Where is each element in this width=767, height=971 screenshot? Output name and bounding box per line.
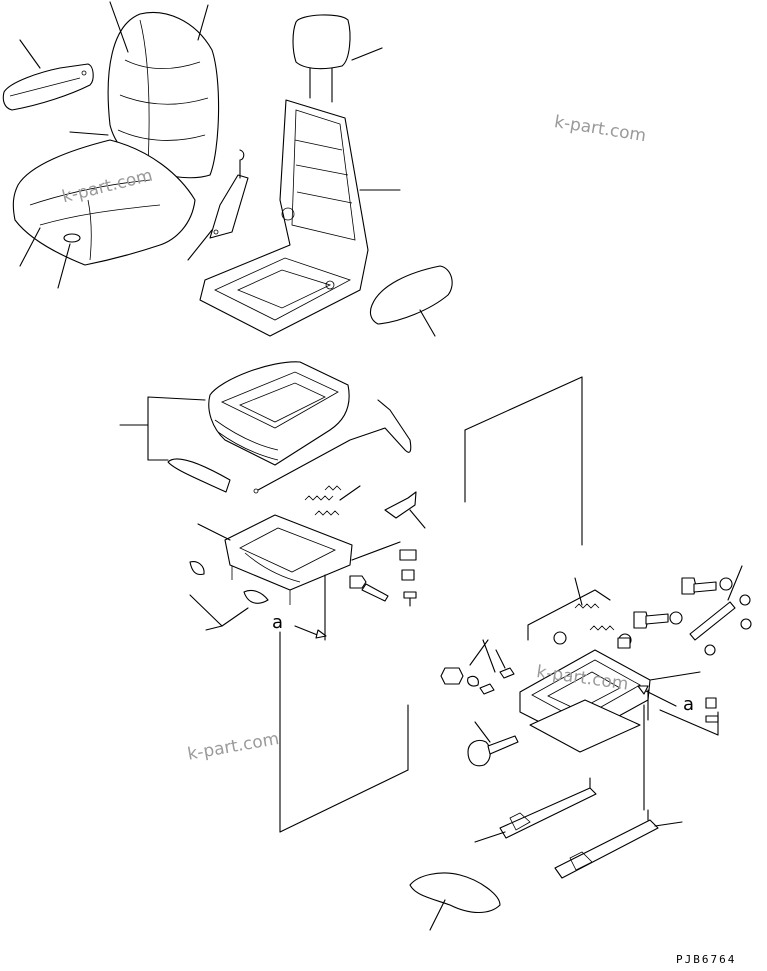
suspension-mechanism — [519, 649, 701, 753]
group-separator — [464, 376, 583, 546]
drawing-reference-code: PJB6764 — [676, 953, 737, 966]
seat-assembly-leaders — [19, 1, 209, 289]
springs — [304, 485, 361, 516]
hardware-bolts — [349, 549, 417, 607]
headrest — [292, 14, 383, 103]
seat-frame — [199, 99, 401, 337]
callout-mark-left: a — [272, 612, 284, 633]
armrest-right — [369, 265, 453, 337]
callout-a-left — [279, 574, 409, 833]
spring-set — [527, 577, 632, 647]
clip — [384, 491, 426, 529]
floor-plate — [409, 872, 501, 931]
slide-rail-left — [474, 777, 597, 843]
suspension-base — [197, 514, 401, 605]
release-cable — [253, 399, 412, 494]
callout-a-right-arrow — [637, 685, 677, 707]
armrest-left — [2, 39, 94, 111]
seat-assembly — [12, 12, 220, 266]
handle — [189, 561, 269, 631]
hinge-bracket — [187, 149, 249, 261]
slide-rail-right — [554, 704, 683, 879]
knob — [467, 721, 519, 767]
seat-cushion-unit — [119, 361, 350, 493]
callout-mark-right: a — [683, 694, 695, 715]
right-hardware — [440, 565, 752, 736]
